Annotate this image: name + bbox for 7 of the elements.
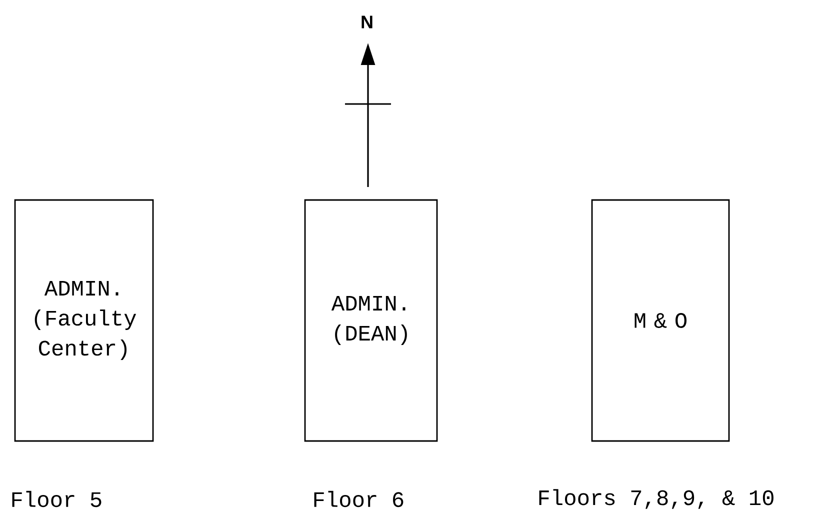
floor-label: Floors 7,8,9, & 10: [539, 489, 774, 509]
floor-label: Floor 5: [12, 490, 102, 508]
floor-label: Floor 6: [314, 490, 404, 508]
room-box: ADMIN. (Faculty Center): [14, 199, 154, 442]
north-label: N: [362, 16, 372, 28]
room-box: M & O: [591, 199, 730, 442]
room-box: ADMIN. (DEAN): [304, 199, 438, 442]
